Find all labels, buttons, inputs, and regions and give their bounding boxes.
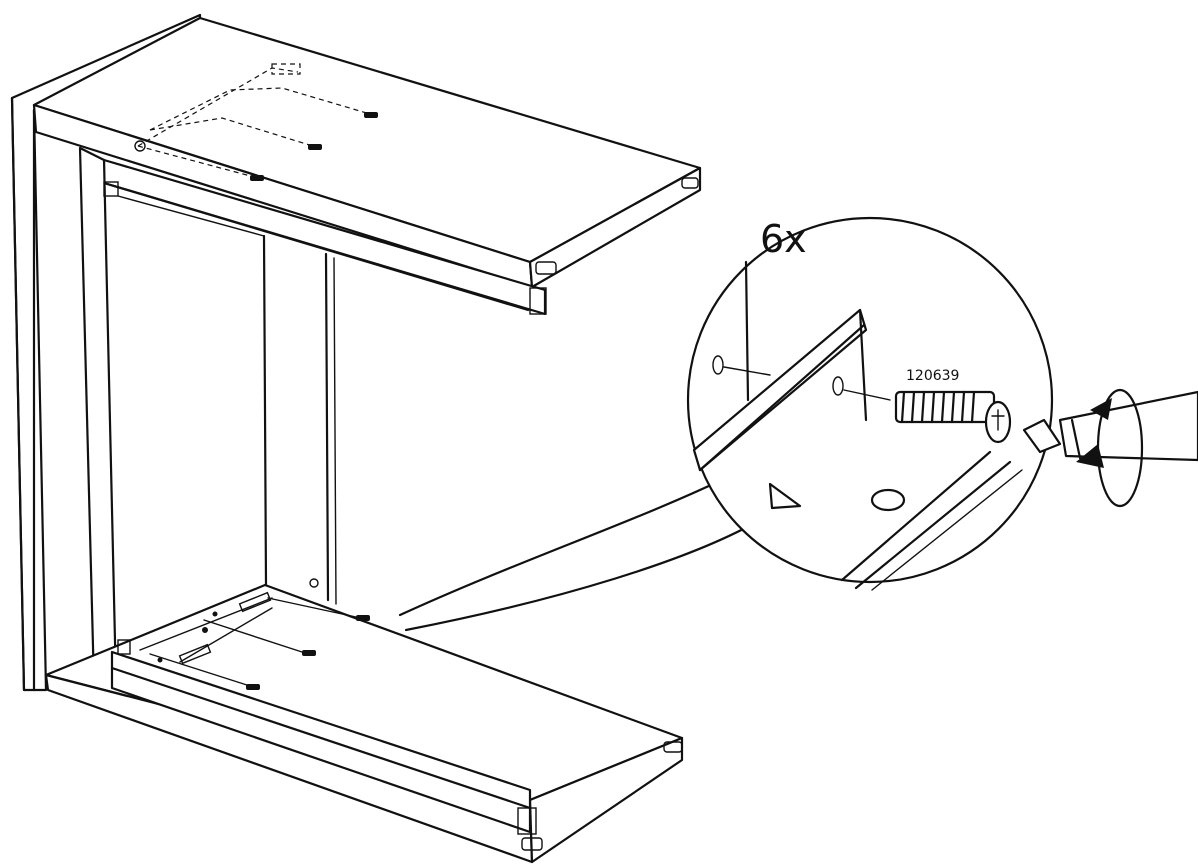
bottom-panel-edge-slot bbox=[663, 741, 683, 753]
screw-icon bbox=[302, 650, 316, 656]
top-panel bbox=[32, 16, 702, 289]
screwdriver-icon bbox=[1022, 390, 1198, 462]
screw-icon bbox=[308, 144, 322, 150]
bottom-panel bbox=[44, 583, 684, 864]
top-panel-edge-slot bbox=[535, 261, 557, 275]
screw-icon bbox=[356, 615, 370, 621]
bottom-rail bbox=[110, 639, 537, 835]
quantity-label: 6x bbox=[760, 217, 807, 261]
detail-panel bbox=[692, 260, 1023, 591]
back-panel bbox=[117, 195, 337, 605]
screw-icon bbox=[246, 684, 260, 690]
top-panel-edge-slot bbox=[681, 177, 699, 189]
bottom-panel-edge-slot bbox=[521, 837, 543, 851]
clockwise-rotation-arrow-icon bbox=[1076, 388, 1144, 508]
screw-icon bbox=[894, 390, 1012, 444]
bottom-fastener-guides bbox=[149, 597, 370, 690]
part-number-label: 120639 bbox=[906, 368, 959, 384]
magnifier-circle bbox=[686, 216, 1054, 584]
screw-icon bbox=[364, 112, 378, 118]
drawer-runner bbox=[139, 591, 273, 665]
top-fastener-guides bbox=[134, 63, 378, 181]
inner-left-upright bbox=[78, 146, 118, 687]
detail-callout: 6x 120639 bbox=[398, 216, 1198, 632]
cabinet-frame bbox=[10, 13, 702, 864]
screw-icon bbox=[250, 175, 264, 181]
